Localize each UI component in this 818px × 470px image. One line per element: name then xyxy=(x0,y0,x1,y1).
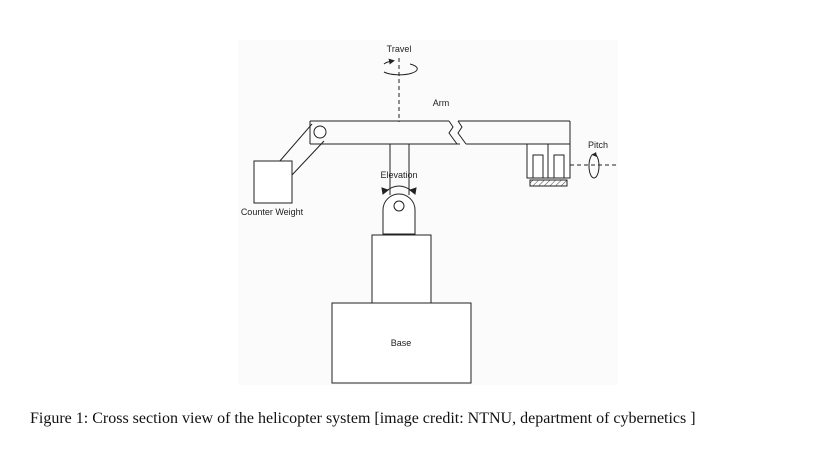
elevation-shaft xyxy=(389,144,410,195)
travel-rotation-arrow-icon xyxy=(383,58,418,76)
base xyxy=(331,302,472,384)
pitch-label: Pitch xyxy=(588,140,608,150)
base-label: Base xyxy=(391,338,412,348)
counter-weight xyxy=(253,160,293,204)
elevation-label: Elevation xyxy=(380,170,417,180)
elevation-arrow-icon xyxy=(381,185,417,195)
travel-label: Travel xyxy=(387,44,412,54)
counterweight-link xyxy=(278,123,325,176)
helicopter-diagram: Travel Arm Counter Weight Pitch xyxy=(240,44,618,384)
arm-label: Arm xyxy=(433,98,450,108)
figure-caption: Figure 1: Cross section view of the heli… xyxy=(30,410,696,427)
arm-pivot xyxy=(313,125,327,139)
counter-weight-label: Counter Weight xyxy=(241,207,304,217)
elevation-joint xyxy=(382,193,416,235)
pitch-rotation-arrow-icon xyxy=(588,152,600,179)
support-column xyxy=(371,234,432,304)
motor-assembly xyxy=(526,143,571,187)
